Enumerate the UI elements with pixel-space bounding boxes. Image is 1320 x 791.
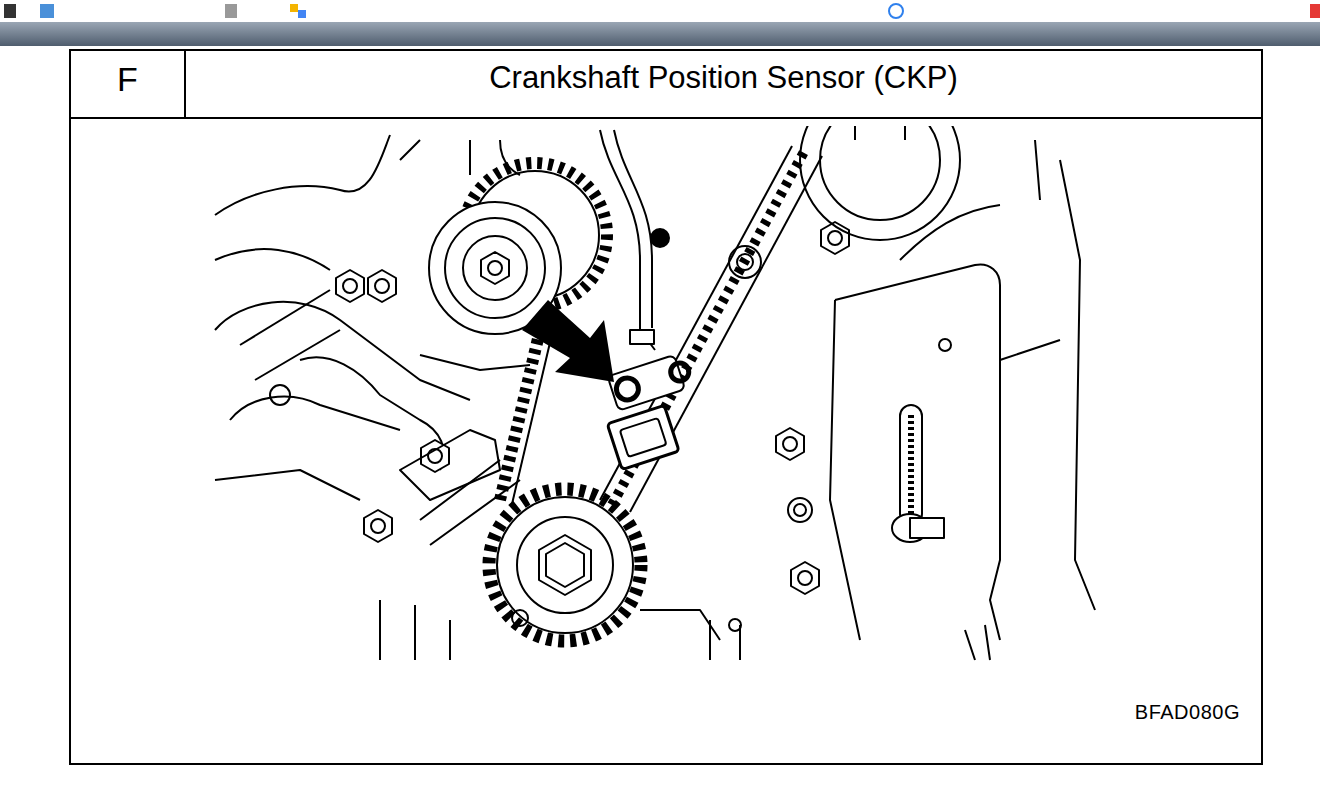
toolbar-icon xyxy=(290,4,298,12)
toolbar-band xyxy=(0,22,1320,46)
toolbar xyxy=(0,0,1320,22)
pointer-arrow xyxy=(522,300,614,382)
figure-title: Crankshaft Position Sensor (CKP) xyxy=(185,62,1262,93)
header-rule xyxy=(70,117,1262,119)
toolbar-icon xyxy=(225,4,237,18)
section-letter: F xyxy=(70,62,185,96)
toolbar-icon xyxy=(40,4,54,18)
toolbar-icon xyxy=(1310,4,1320,18)
toolbar-icon xyxy=(889,4,903,18)
header-divider xyxy=(184,50,186,118)
line-drawing xyxy=(215,126,1095,660)
figure-frame xyxy=(70,50,1262,764)
figure-code: BFAD080G xyxy=(1135,702,1240,722)
toolbar-icon xyxy=(298,10,306,18)
toolbar-icon xyxy=(4,4,16,18)
